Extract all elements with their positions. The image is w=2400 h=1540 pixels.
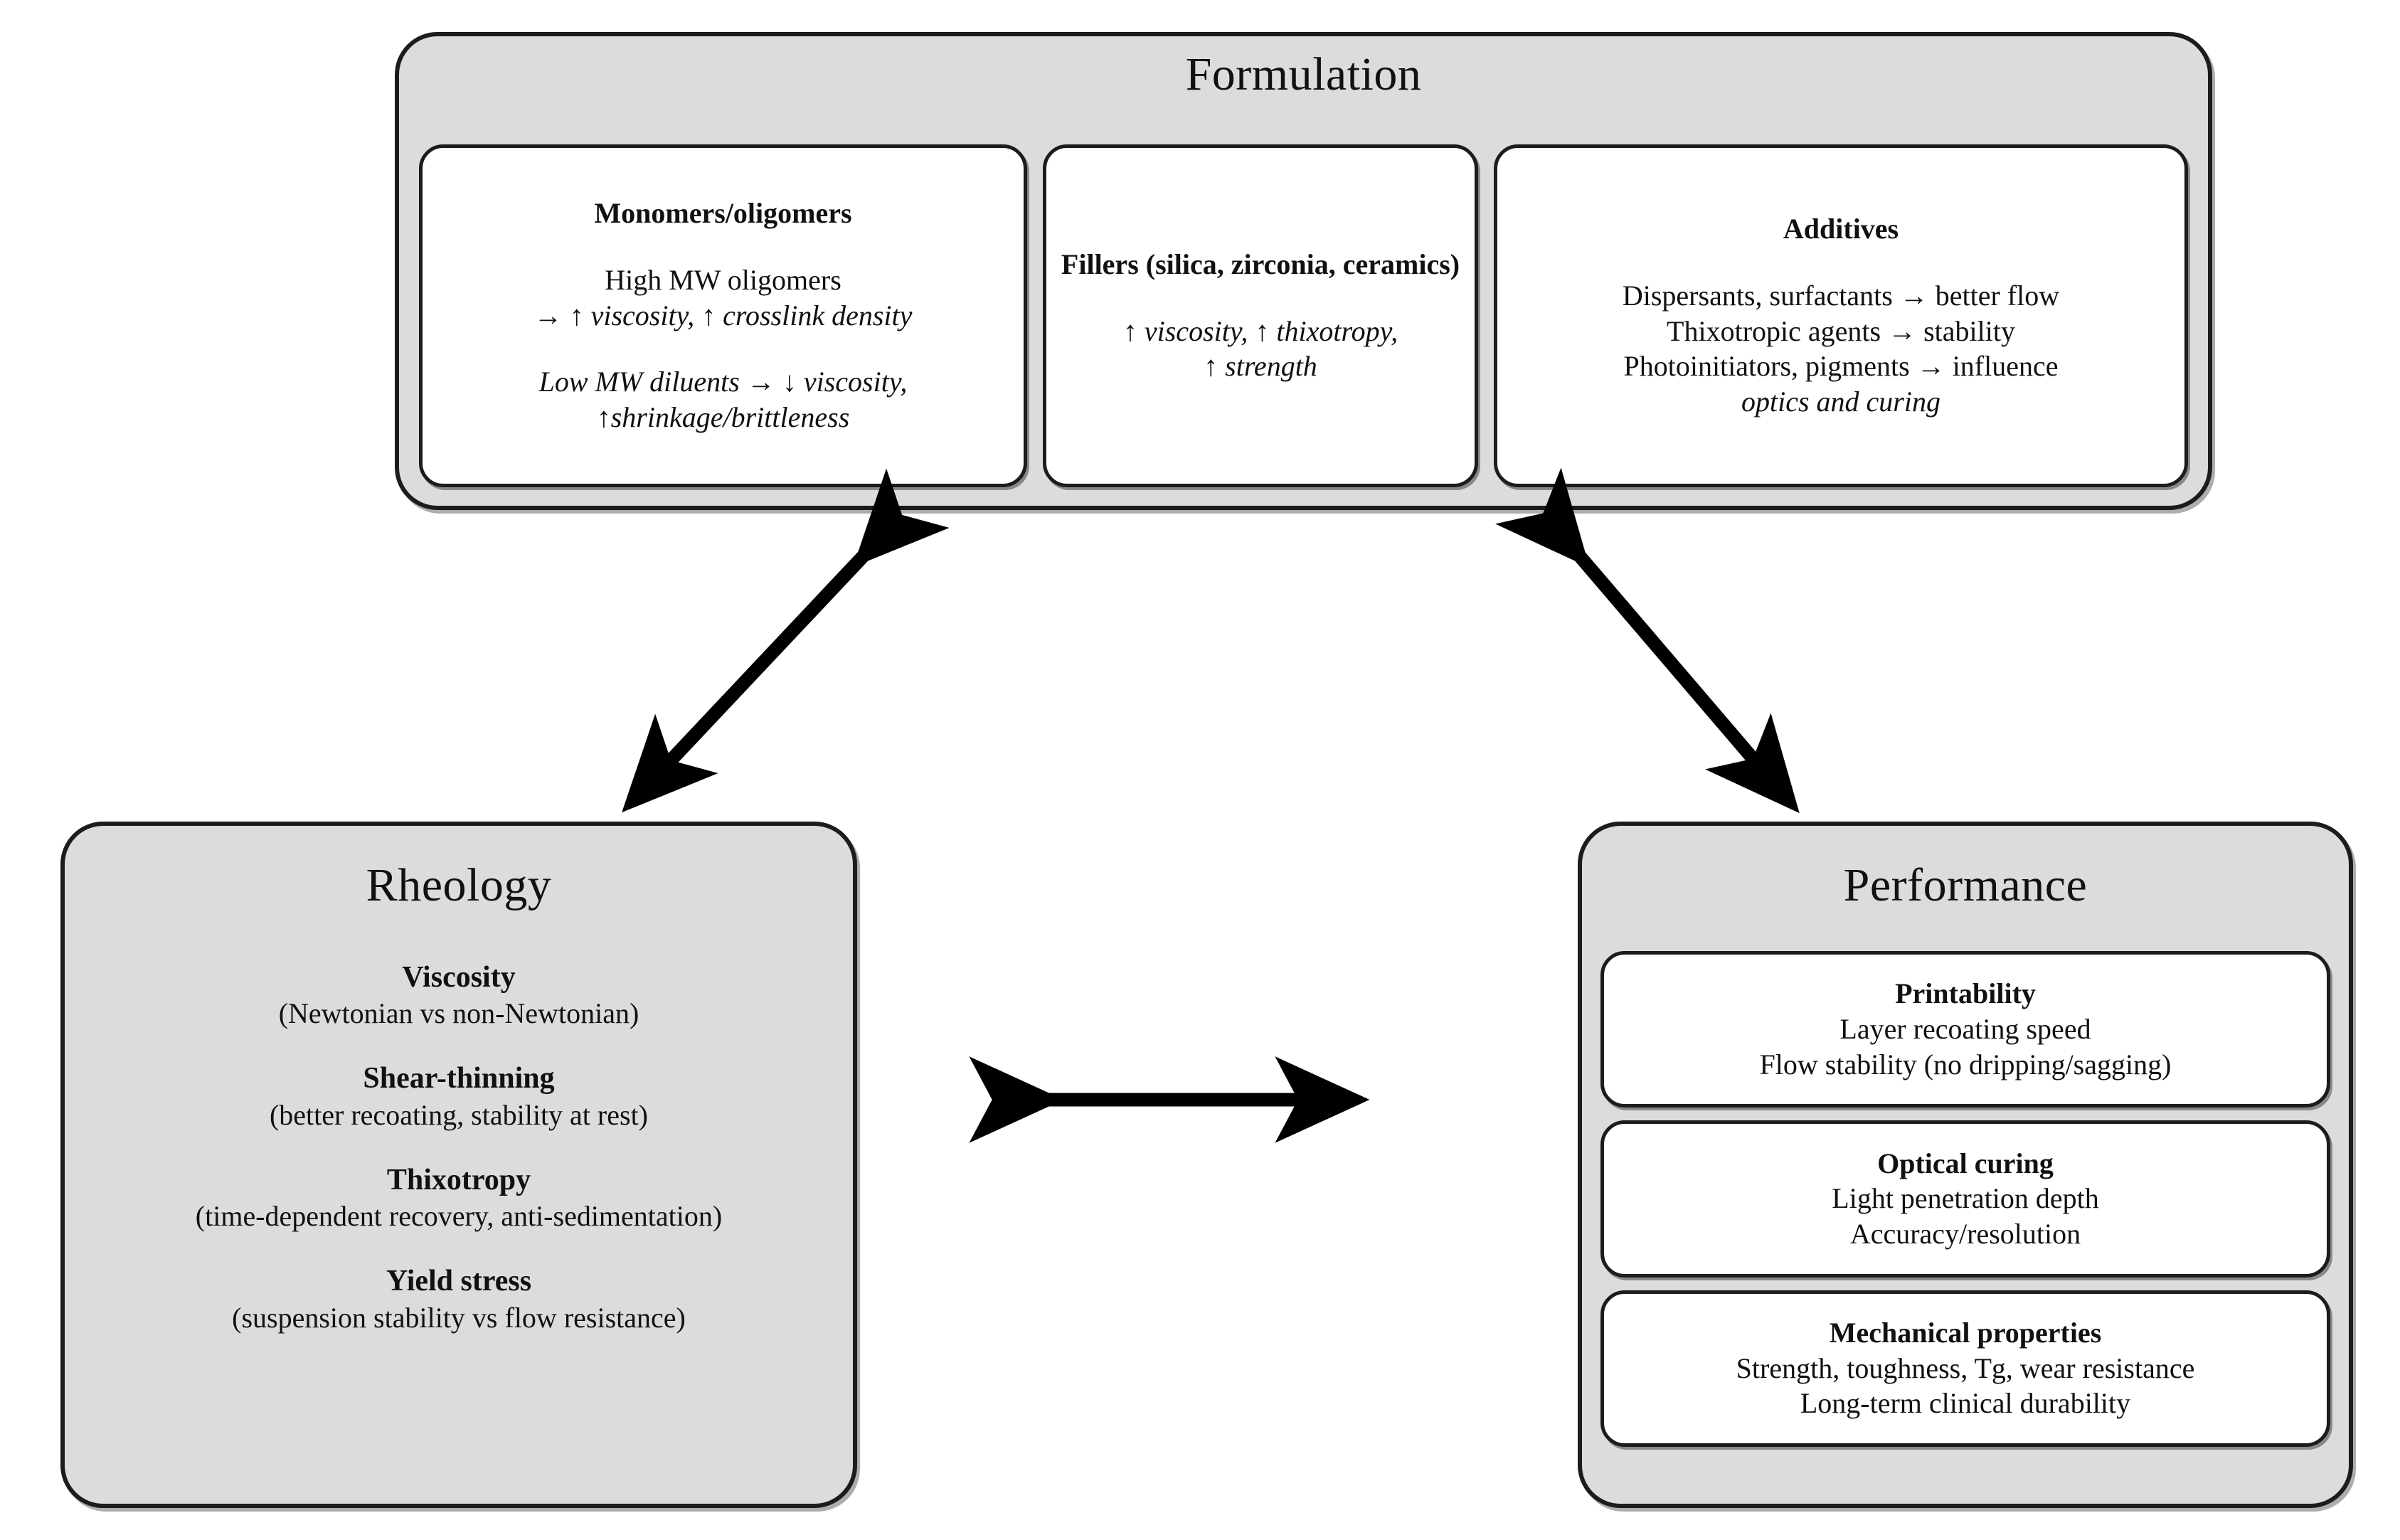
rheology-title: Rheology: [366, 859, 552, 911]
printability-card: Printability Layer recoating speed Flow …: [1600, 951, 2330, 1108]
fillers-line-1: ↑ viscosity, ↑ thixotropy,: [1122, 314, 1398, 347]
additives-line-2: Thixotropic agents → stability: [1667, 314, 2015, 347]
monomers-line-2: → ↑ viscosity, ↑ crosslink density: [533, 299, 913, 331]
rheology-item-yield-stress: Yield stress (suspension stability vs fl…: [82, 1263, 836, 1336]
rheology-item-desc: (suspension stability vs flow resistance…: [232, 1301, 686, 1334]
mechanical-properties-line-1: Strength, toughness, Tg, wear resistance: [1736, 1352, 2195, 1384]
rheology-item-name: Viscosity: [402, 960, 516, 994]
monomers-line-1: High MW oligomers: [605, 264, 841, 297]
monomers-line-3: Low MW diluents → ↓ viscosity,: [538, 366, 908, 398]
additives-heading: Additives: [1783, 213, 1899, 245]
fillers-line-2: ↑ strength: [1204, 350, 1317, 383]
mechanical-properties-line-2: Long-term clinical durability: [1800, 1387, 2131, 1420]
performance-panel: Performance Printability Layer recoating…: [1578, 822, 2353, 1508]
rheology-item-shear-thinning: Shear-thinning (better recoating, stabil…: [82, 1060, 836, 1133]
printability-line-2: Flow stability (no dripping/sagging): [1759, 1048, 2172, 1080]
rheology-item-viscosity: Viscosity (Newtonian vs non-Newtonian): [82, 959, 836, 1032]
rheology-item-name: Shear-thinning: [363, 1062, 555, 1095]
formulation-card-group: Monomers/oligomers High MW oligomers → ↑…: [419, 144, 2188, 487]
printability-line-1: Layer recoating speed: [1839, 1012, 2091, 1045]
mechanical-properties-heading: Mechanical properties: [1829, 1316, 2102, 1349]
optical-curing-line-1: Light penetration depth: [1832, 1182, 2099, 1215]
performance-card-group: Printability Layer recoating speed Flow …: [1600, 951, 2330, 1447]
rheology-item-desc: (Newtonian vs non-Newtonian): [278, 997, 639, 1030]
rheology-panel: Rheology Viscosity (Newtonian vs non-New…: [60, 822, 857, 1508]
optical-curing-card: Optical curing Light penetration depth A…: [1600, 1120, 2330, 1278]
additives-line-3: Photoinitiators, pigments → influence: [1623, 350, 2059, 383]
monomers-line-4: ↑shrinkage/brittleness: [596, 400, 850, 433]
rheology-item-thixotropy: Thixotropy (time-dependent recovery, ant…: [82, 1162, 836, 1235]
additives-line-1: Dispersants, surfactants → better flow: [1622, 280, 2060, 312]
monomers-oligomers-heading: Monomers/oligomers: [594, 197, 852, 230]
mechanical-properties-card: Mechanical properties Strength, toughnes…: [1600, 1290, 2330, 1447]
monomers-oligomers-card: Monomers/oligomers High MW oligomers → ↑…: [419, 144, 1027, 487]
rheology-item-list: Viscosity (Newtonian vs non-Newtonian) S…: [65, 959, 853, 1336]
additives-line-4: optics and curing: [1741, 385, 1940, 418]
optical-curing-line-2: Accuracy/resolution: [1849, 1217, 2081, 1250]
formulation-title: Formulation: [1185, 48, 1422, 100]
double-headed-horizontal-arrow-icon: [969, 1056, 1370, 1143]
rheology-item-desc: (better recoating, stability at rest): [269, 1098, 648, 1131]
fillers-card: Fillers (silica, zirconia, ceramics) ↑ v…: [1043, 144, 1478, 487]
performance-title: Performance: [1843, 859, 2088, 911]
double-headed-diagonal-arrow-up-right-icon: [622, 468, 950, 813]
formulation-panel: Formulation Monomers/oligomers High MW o…: [395, 32, 2212, 510]
optical-curing-heading: Optical curing: [1877, 1147, 2054, 1179]
rheology-item-name: Yield stress: [386, 1265, 532, 1298]
additives-card: Additives Dispersants, surfactants → bet…: [1494, 144, 2188, 487]
double-headed-diagonal-arrow-up-left-icon: [1495, 467, 1800, 814]
printability-heading: Printability: [1895, 977, 2036, 1010]
rheology-item-desc: (time-dependent recovery, anti-sedimenta…: [195, 1200, 723, 1233]
fillers-heading: Fillers (silica, zirconia, ceramics): [1061, 248, 1460, 280]
rheology-item-name: Thixotropy: [386, 1163, 531, 1196]
